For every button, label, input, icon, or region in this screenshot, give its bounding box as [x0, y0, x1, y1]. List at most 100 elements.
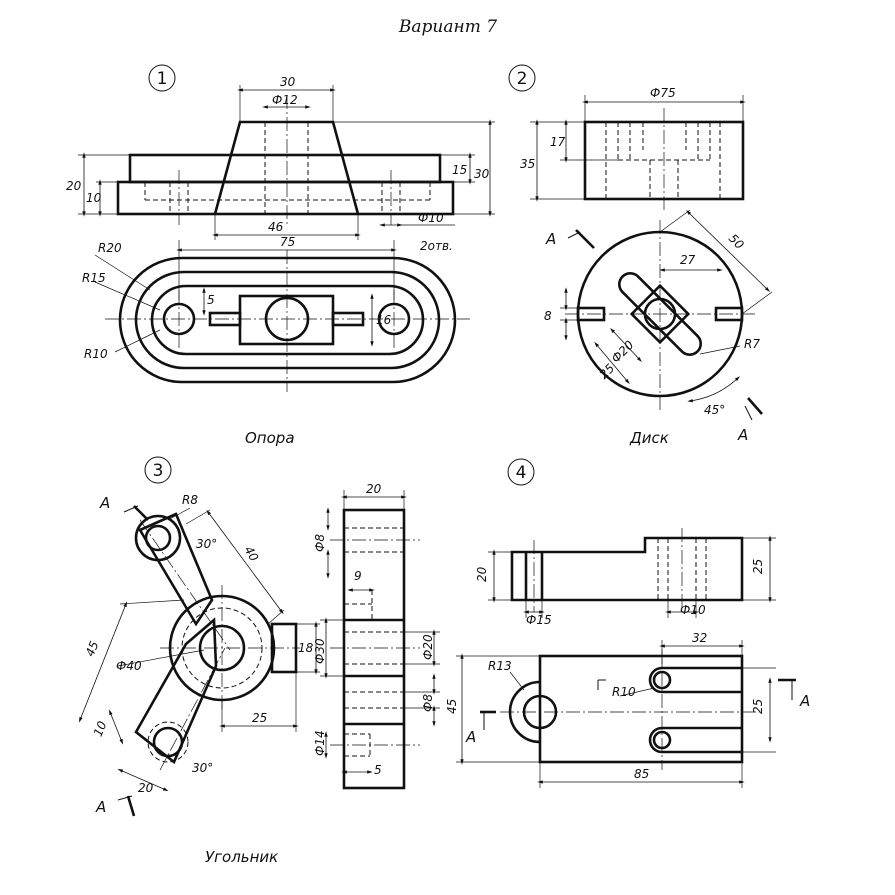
part4-dim-phi15: Ф15	[526, 613, 552, 627]
ugolnik-dim-phi20: Ф20	[421, 634, 435, 660]
ugolnik-dim-9: 9	[354, 569, 362, 583]
part-4: 4 20 25 Ф15 Ф	[445, 458, 810, 788]
ugolnik-dim-phi8-top: Ф8	[313, 534, 327, 552]
ugolnik-dim-20-top: 20	[366, 482, 382, 496]
ugolnik-dim-45: 45	[83, 639, 102, 658]
part-2-number-badge: 2	[508, 64, 536, 92]
part4-dim-25b: 25	[751, 699, 765, 714]
part-2-number: 2	[517, 69, 528, 89]
opora-dim-r20: R20	[98, 241, 122, 255]
part4-lower-slot	[648, 726, 742, 754]
disk-center-square	[629, 283, 691, 345]
disk-cut-label-top: A	[545, 230, 556, 248]
part-3-ugolnik: 3 A R8 30° 40	[78, 456, 440, 866]
opora-dim-5: 5	[207, 293, 215, 307]
ugolnik-dim-phi30: Ф30	[313, 638, 327, 664]
disk-dim-17: 17	[550, 135, 566, 149]
disk-dim-45deg: 45°	[704, 403, 725, 417]
ugolnik-cut-label-bottom: A	[95, 798, 106, 816]
part-3-number: 3	[153, 461, 164, 481]
part-1-number-badge: 1	[148, 64, 176, 92]
opora-dim-30-v: 30	[474, 167, 490, 181]
ugolnik-upper-arm	[138, 512, 214, 627]
ugolnik-dim-25: 25	[252, 711, 267, 725]
disk-dim-r7: R7	[744, 337, 760, 351]
opora-dim-75: 75	[280, 235, 295, 249]
opora-dim-16: 16	[376, 313, 392, 327]
opora-middle-contour	[134, 270, 441, 370]
part4-front-body	[510, 536, 744, 602]
disk-dim-50: 50	[726, 231, 747, 252]
part-1-name: Опора	[245, 429, 295, 447]
part-4-number: 4	[516, 463, 527, 483]
part-3-name: Угольник	[205, 848, 278, 866]
opora-dim-46: 46	[268, 220, 284, 234]
part4-plan-body	[538, 654, 744, 764]
disk-plan-view: 27 50 8 Ф20 25 R7 45° A A	[544, 209, 773, 444]
opora-boss	[213, 120, 360, 215]
part4-cut-label-right: A	[799, 692, 810, 710]
part-3-number-badge: 3	[144, 456, 172, 484]
ugolnik-side-view: 20 Ф8 9 Ф30 Ф20 Ф8 Ф14 5	[313, 482, 440, 790]
ugolnik-cut-mark-bottom	[126, 795, 136, 817]
ugolnik-dim-phi14: Ф14	[313, 730, 327, 756]
part4-dim-85: 85	[634, 767, 649, 781]
disk-dim-25: 25	[597, 361, 618, 382]
ugolnik-cut-label-top: A	[99, 494, 110, 512]
opora-outer-contour	[118, 256, 457, 384]
opora-dim-15: 15	[452, 163, 467, 177]
part4-plan-view: R13 R10 45 25 32 85 A A	[445, 631, 810, 788]
part-4-number-badge: 4	[507, 458, 535, 486]
part-3-circle	[144, 456, 172, 484]
part4-dim-r10: R10	[612, 685, 636, 699]
disk-cut-label-bottom: A	[737, 426, 748, 444]
part4-dim-20: 20	[475, 566, 489, 582]
opora-dim-30: 30	[280, 75, 296, 89]
part4-upper-slot	[648, 666, 742, 694]
sheet-title: Вариант 7	[398, 17, 497, 37]
opora-boss-top	[238, 294, 335, 346]
disk-dim-27: 27	[680, 253, 696, 267]
opora-dim-phi10: Ф10	[418, 211, 444, 225]
ugolnik-upper-boss	[134, 514, 182, 562]
disk-cut-mark-bottom	[747, 397, 763, 415]
ugolnik-dim-18: 18	[298, 641, 314, 655]
part4-cut-label-left: A	[465, 728, 476, 746]
opora-holes-note: 2отв.	[420, 239, 453, 253]
opora-top-view: 75 R20 R15 R10 5 16	[82, 235, 470, 392]
opora-dim-20: 20	[66, 179, 82, 193]
opora-dim-10: 10	[86, 191, 102, 205]
ugolnik-upper-hole	[144, 524, 172, 552]
part4-dim-phi10: Ф10	[680, 603, 706, 617]
opora-dim-r15: R15	[82, 271, 106, 285]
ugolnik-dim-20: 20	[138, 781, 154, 795]
ugolnik-dim-phi40: Ф40	[116, 659, 142, 673]
ugolnik-plan-view: A R8 30° 40 45 Ф40 18 25 10 20 30°	[78, 493, 320, 817]
ugolnik-cut-mark-top	[133, 505, 149, 521]
part4-dim-32: 32	[692, 631, 707, 645]
ugolnik-dim-phi8-bottom: Ф8	[421, 694, 435, 712]
ugolnik-lower-hole	[152, 726, 184, 758]
ugolnik-dim-30deg-bottom: 30°	[192, 761, 213, 775]
part4-dim-45: 45	[445, 699, 459, 714]
opora-middle-plate	[128, 153, 442, 184]
opora-dim-phi12: Ф12	[272, 93, 298, 107]
ugolnik-dim-r8: R8	[182, 493, 198, 507]
disk-front-view: Ф75 35 17	[520, 86, 746, 210]
part-2-name: Диск	[629, 429, 669, 447]
part-1-circle	[148, 64, 176, 92]
part4-front-view: 20 25 Ф15 Ф10	[475, 528, 776, 627]
opora-inner-contour	[150, 284, 425, 356]
opora-base-plate	[116, 180, 455, 216]
opora-front-view: 30 Ф12 20 10 15 30 46 Ф10 2отв.	[66, 75, 495, 253]
part-1-opora: 1 30 Ф12	[66, 64, 495, 447]
disk-cross-slot	[618, 272, 702, 356]
part-1-number: 1	[157, 69, 168, 89]
ugolnik-dim-40: 40	[241, 544, 261, 565]
part4-dim-25: 25	[751, 559, 765, 574]
ugolnik-dim-10: 10	[91, 719, 110, 739]
part-2-disk: 2 Ф75 35 17	[508, 64, 773, 447]
ugolnik-dim-5: 5	[374, 763, 382, 777]
disk-slot	[618, 272, 702, 356]
